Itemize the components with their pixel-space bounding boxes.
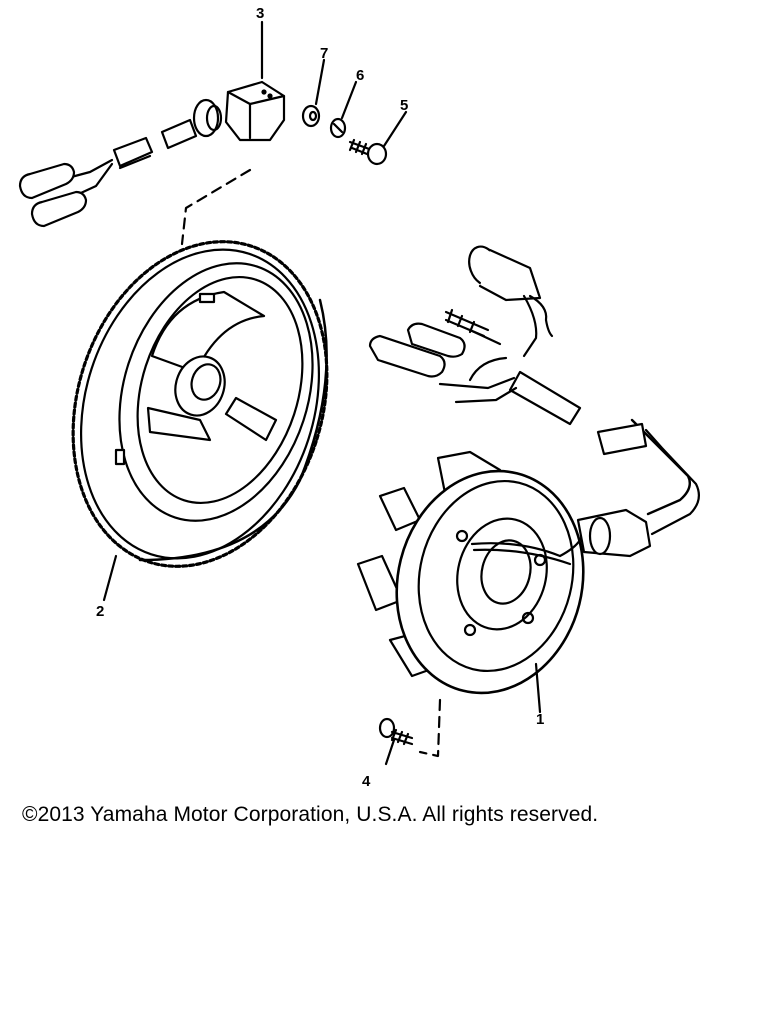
callout-label-3: 3 <box>256 5 264 22</box>
part-2-flywheel <box>71 240 329 602</box>
callout-label-2: 2 <box>96 603 104 620</box>
part-1-stator-assembly <box>356 450 585 758</box>
part-6-lock-washer <box>329 80 358 139</box>
part-3-pulser-coil <box>18 20 286 228</box>
exploded-parts-diagram: 3 7 6 5 2 1 4 <box>18 5 701 790</box>
leader-4-dashed <box>418 698 442 758</box>
part-5-screw <box>348 110 408 166</box>
leader-3-dashed <box>180 168 252 246</box>
callout-label-5: 5 <box>400 97 408 114</box>
copyright-notice: ©2013 Yamaha Motor Corporation, U.S.A. A… <box>22 803 599 826</box>
stator-wiring-harness <box>368 245 701 558</box>
callout-label-6: 6 <box>356 67 364 84</box>
callout-label-1: 1 <box>536 711 544 728</box>
callout-label-4: 4 <box>362 773 371 790</box>
part-4-screw <box>378 717 414 766</box>
callout-label-7: 7 <box>320 45 328 62</box>
part-7-washer <box>301 58 326 128</box>
